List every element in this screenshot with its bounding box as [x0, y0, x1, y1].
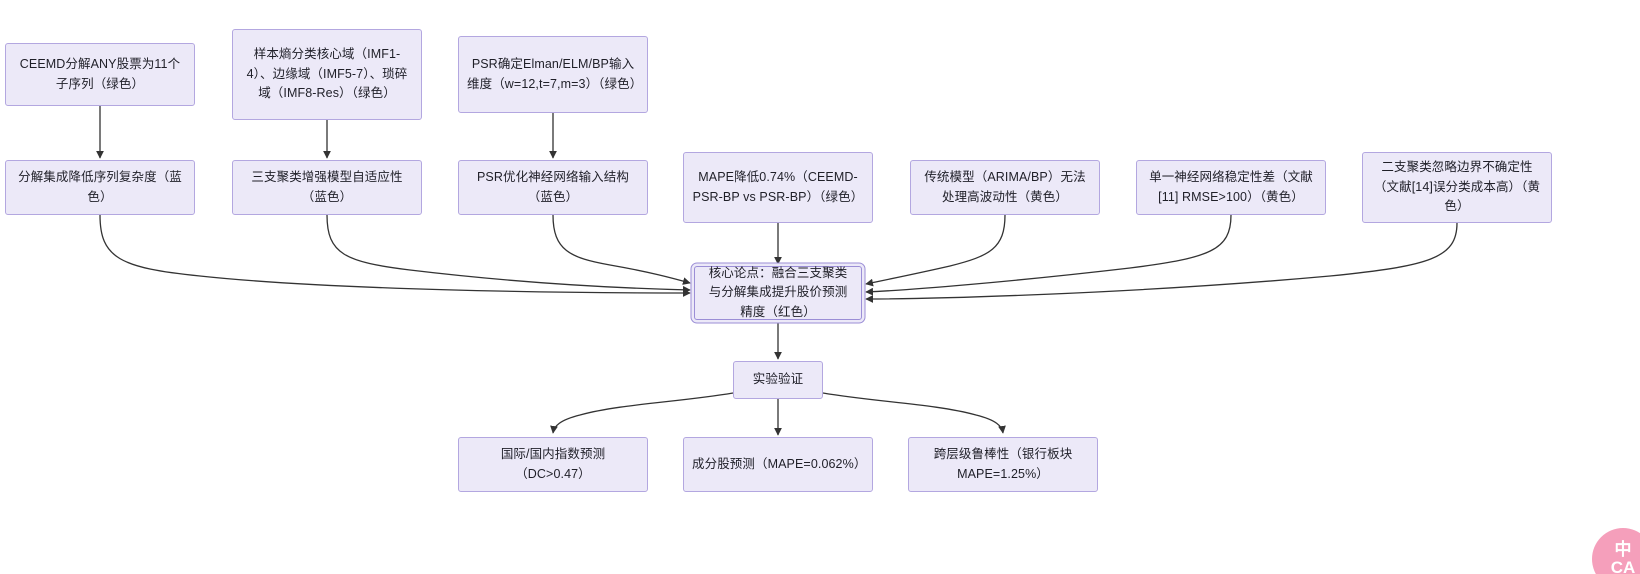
edge-exp-r1: [550, 392, 734, 434]
edge-n9-core: [865, 214, 1232, 296]
node-label: 三支聚类增强模型自适应性（蓝色）: [251, 170, 403, 204]
edge-n8-core: [865, 214, 1006, 287]
node-label: 样本熵分类核心域（IMF1-4）、边缘域（IMF5-7）、琐碎域（IMF8-Re…: [246, 47, 408, 101]
watermark-badge: 中 CA: [1592, 528, 1640, 574]
node-single-network-instability-gap[interactable]: 单一神经网络稳定性差（文献[11] RMSE>100）（黄色）: [1136, 160, 1326, 215]
watermark-line-2: CA: [1610, 558, 1636, 574]
edge-n6-core: [552, 214, 691, 285]
edge-n5-core: [326, 214, 691, 294]
node-result-constituent-stock-forecast[interactable]: 成分股预测（MAPE=0.062%）: [683, 437, 873, 492]
node-label: 分解集成降低序列复杂度（蓝色）: [18, 170, 182, 204]
node-label: PSR优化神经网络输入结构（蓝色）: [476, 170, 629, 204]
node-label: 实验验证: [752, 372, 804, 387]
node-result-cross-level-robustness[interactable]: 跨层级鲁棒性（银行板块MAPE=1.25%）: [908, 437, 1098, 492]
node-sample-entropy-classification[interactable]: 样本熵分类核心域（IMF1-4）、边缘域（IMF5-7）、琐碎域（IMF8-Re…: [232, 29, 422, 120]
node-label: MAPE降低0.74%（CEEMD-PSR-BP vs PSR-BP）（绿色）: [692, 170, 864, 204]
node-psr-input-dimension[interactable]: PSR确定Elman/ELM/BP输入维度（w=12,t=7,m=3）（绿色）: [458, 36, 648, 113]
node-label: 跨层级鲁棒性（银行板块MAPE=1.25%）: [933, 447, 1073, 481]
edge-exp-r3: [822, 392, 1006, 434]
node-label: PSR确定Elman/ELM/BP输入维度（w=12,t=7,m=3）（绿色）: [467, 57, 643, 91]
edge-n10-core: [865, 222, 1458, 303]
node-psr-optimize-network-input[interactable]: PSR优化神经网络输入结构（蓝色）: [458, 160, 648, 215]
node-reduce-sequence-complexity[interactable]: 分解集成降低序列复杂度（蓝色）: [5, 160, 195, 215]
node-experimental-validation[interactable]: 实验验证: [733, 361, 823, 399]
watermark-line-1: 中: [1614, 540, 1632, 560]
node-two-way-clustering-gap[interactable]: 二支聚类忽略边界不确定性（文献[14]误分类成本高）（黄色）: [1362, 152, 1552, 223]
node-label: 国际/国内指数预测（DC>0.47）: [500, 447, 606, 481]
node-label: 核心论点：融合三支聚类与分解集成提升股价预测精度（红色）: [708, 265, 848, 319]
node-mape-reduction-evidence[interactable]: MAPE降低0.74%（CEEMD-PSR-BP vs PSR-BP）（绿色）: [683, 152, 873, 223]
node-core-thesis[interactable]: 核心论点：融合三支聚类与分解集成提升股价预测精度（红色）: [694, 266, 862, 320]
node-traditional-model-gap[interactable]: 传统模型（ARIMA/BP）无法处理高波动性（黄色）: [910, 160, 1100, 215]
node-label: 单一神经网络稳定性差（文献[11] RMSE>100）（黄色）: [1149, 170, 1313, 204]
edge-n4-core: [99, 214, 691, 297]
node-label: 成分股预测（MAPE=0.062%）: [692, 456, 867, 471]
node-label: CEEMD分解ANY股票为11个子序列（绿色）: [19, 57, 181, 91]
node-three-way-clustering-adaptivity[interactable]: 三支聚类增强模型自适应性（蓝色）: [232, 160, 422, 215]
node-ceemd-decomposition[interactable]: CEEMD分解ANY股票为11个子序列（绿色）: [5, 43, 195, 106]
node-result-index-forecast[interactable]: 国际/国内指数预测（DC>0.47）: [458, 437, 648, 492]
node-label: 二支聚类忽略边界不确定性（文献[14]误分类成本高）（黄色）: [1373, 160, 1541, 214]
node-label: 传统模型（ARIMA/BP）无法处理高波动性（黄色）: [924, 170, 1086, 204]
